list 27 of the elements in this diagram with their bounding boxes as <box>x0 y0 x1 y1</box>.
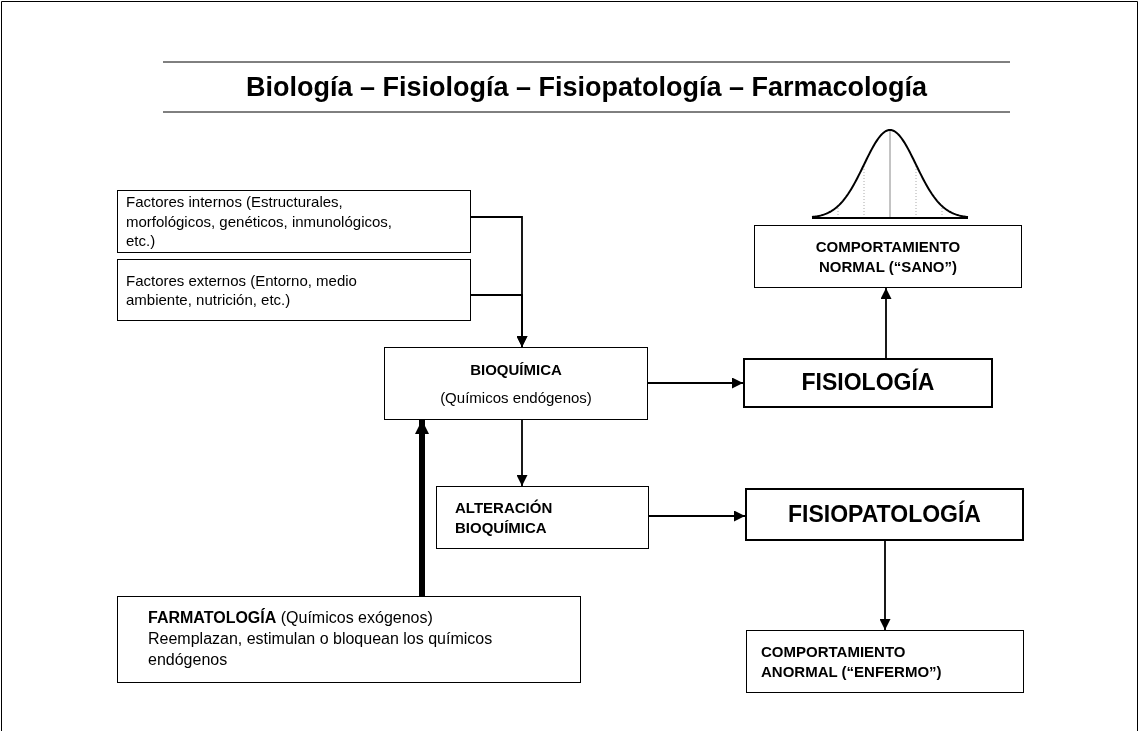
text-box <box>117 190 471 253</box>
text-box <box>117 596 581 683</box>
text-box <box>384 347 648 420</box>
text-box <box>117 259 471 321</box>
box-heading: BIOQUÍMICA <box>469 360 563 380</box>
arrow <box>879 540 891 631</box>
arrow <box>648 510 746 522</box>
arrow <box>516 419 528 487</box>
box-text: FISIOLOGÍA <box>800 368 936 398</box>
box-text: Factores externos (Entorno, medio ambiente, nutrición, etc.) <box>126 270 358 310</box>
arrow <box>470 294 528 348</box>
box-text: FISIOPATOLOGÍA <box>787 499 982 529</box>
text-box <box>746 630 1024 693</box>
text-box <box>436 486 649 549</box>
arrow <box>880 287 892 359</box>
arrow <box>415 420 429 596</box>
box-text: COMPORTAMIENTO NORMAL (“SANO”) <box>814 237 962 276</box>
text-box <box>754 225 1022 288</box>
concept-box <box>745 488 1024 541</box>
box-text: COMPORTAMIENTO ANORMAL (“ENFERMO”) <box>761 642 943 681</box>
arrow <box>647 377 744 389</box>
title: Biología – Fisiología – Fisiopatología – Farmacología <box>244 71 929 104</box>
box-text: Factores internos (Estructurales, morfológicos, genéticos, inmunológicos, etc.) <box>126 192 393 251</box>
box-text: ALTERACIÓN BIOQUÍMICA <box>455 498 554 537</box>
box-text: FARMATOLOGÍA (Químicos exógenos) Reemplazan, estimulan o bloquean los químicos endógenos <box>148 608 494 670</box>
box-text: (Químicos endógenos) <box>439 387 593 407</box>
concept-box <box>743 358 993 408</box>
